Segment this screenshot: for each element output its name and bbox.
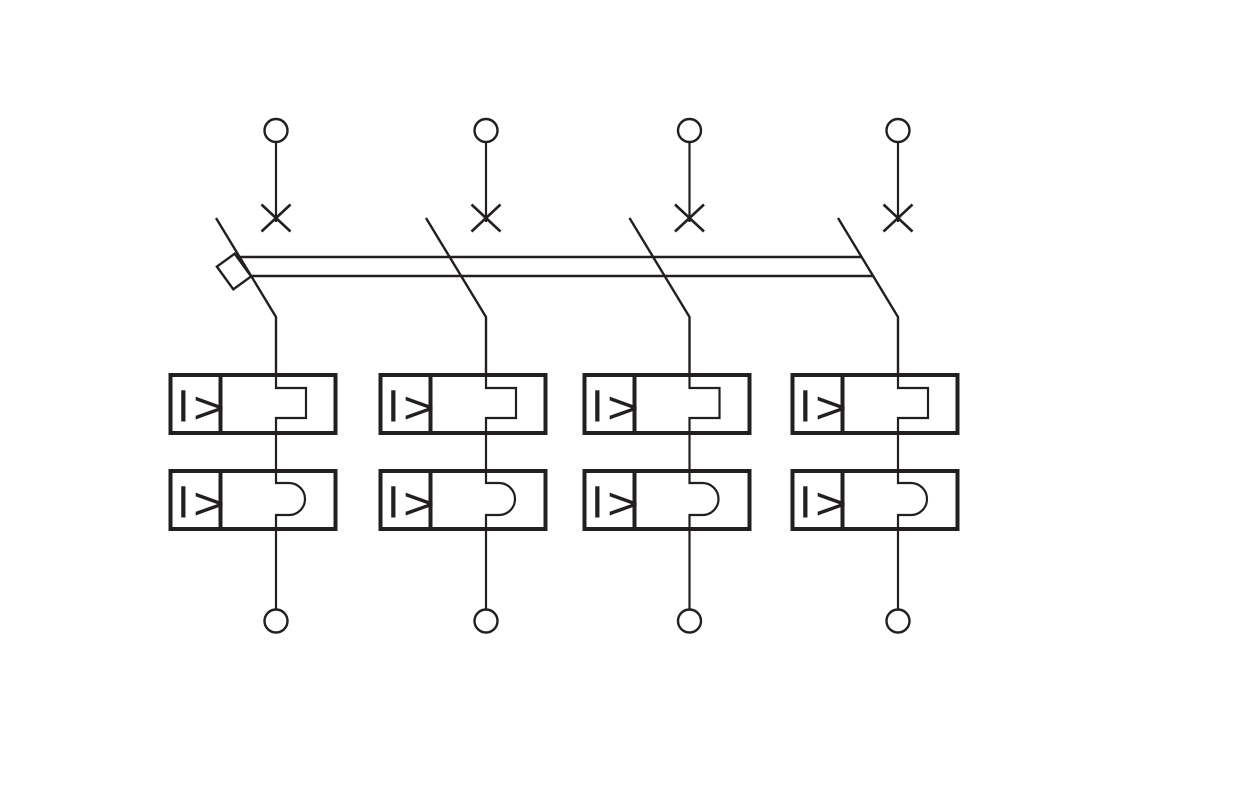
thermal-release-box: [582, 469, 752, 531]
contact-cross: [882, 203, 914, 233]
bottom-terminal: [885, 608, 911, 634]
overcurrent-release-label: I>: [799, 479, 851, 529]
switch-blade: [628, 217, 691, 375]
magnetic-trip-conductor: [688, 375, 721, 433]
diagram-root: I> I> I> I> I> I> I> I>: [168, 117, 960, 634]
magnetic-release-box: [378, 373, 548, 435]
contact-cross-stroke: [674, 203, 705, 233]
top-terminal: [263, 117, 289, 144]
thermal-release-box: [378, 469, 548, 531]
magnetic-release-box: [168, 373, 338, 435]
pole-4: I> I>: [790, 117, 960, 634]
magnetic-release-box: [790, 373, 960, 435]
bottom-terminal: [473, 608, 499, 634]
magnetic-trip-conductor: [896, 375, 930, 433]
switch-blade: [214, 217, 278, 375]
pole-1: I> I>: [168, 117, 338, 634]
pole-2: I> I>: [378, 117, 548, 634]
magnetic-release-box: [582, 373, 752, 435]
contact-cross: [260, 203, 292, 233]
contact-cross-stroke: [470, 203, 502, 233]
overcurrent-release-label: I>: [387, 383, 439, 433]
switch-blade: [836, 217, 900, 375]
thermal-release-box: [168, 469, 338, 531]
bottom-terminal: [676, 608, 703, 634]
contact-cross-stroke: [882, 203, 914, 233]
overcurrent-release-label: I>: [177, 383, 229, 433]
top-terminal: [676, 117, 703, 144]
contact-cross: [674, 203, 705, 233]
actuator-square: [215, 252, 253, 291]
overcurrent-release-label: I>: [591, 383, 643, 433]
thermal-trip-conductor: [896, 471, 929, 529]
contact-cross: [470, 203, 502, 233]
contact-cross-stroke: [260, 203, 292, 233]
thermal-trip-conductor: [688, 471, 720, 529]
top-terminal: [473, 117, 499, 144]
thermal-trip-conductor: [274, 471, 307, 529]
magnetic-trip-conductor: [274, 375, 308, 433]
overcurrent-release-label: I>: [387, 479, 439, 529]
switch-blade: [424, 217, 488, 375]
thermal-release-box: [790, 469, 960, 531]
bottom-terminal: [263, 608, 289, 634]
magnetic-trip-conductor: [484, 375, 518, 433]
overcurrent-release-label: I>: [591, 479, 643, 529]
overcurrent-release-label: I>: [799, 383, 851, 433]
top-terminal: [885, 117, 911, 144]
overcurrent-release-label: I>: [177, 479, 229, 529]
pole-3: I> I>: [582, 117, 752, 634]
thermal-trip-conductor: [484, 471, 517, 529]
